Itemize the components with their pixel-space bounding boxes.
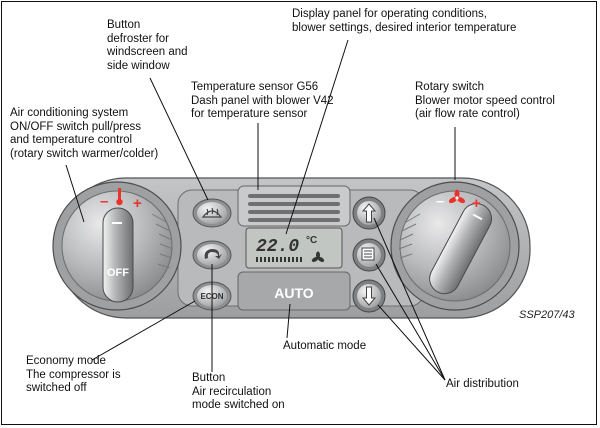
callout-temperature-sensor-line: Temperature sensor G56 xyxy=(191,81,319,93)
display-fan-icon xyxy=(311,251,325,262)
blower-minus-label: – xyxy=(436,193,444,210)
callout-economy-line: The compressor is xyxy=(26,368,121,381)
blower-plus-label: + xyxy=(472,195,481,212)
callout-display: Display panel for operating conditions, … xyxy=(292,8,516,35)
callout-display-line: blower settings, desired interior temper… xyxy=(292,21,517,34)
air-distribution-screen-button[interactable] xyxy=(352,238,386,272)
air-distribution-up-button[interactable] xyxy=(352,196,386,230)
callout-defroster-line: defroster for xyxy=(107,32,169,45)
knob-indicator xyxy=(112,222,122,224)
callout-automatic: Automatic mode xyxy=(283,340,367,352)
blower-knob[interactable] xyxy=(390,181,520,311)
screen-vent-icon xyxy=(361,247,375,261)
air-distribution-down-button[interactable] xyxy=(352,279,386,313)
callout-defroster-line: Button xyxy=(107,19,141,31)
callout-recirculation-line: Air recirculation xyxy=(192,385,272,398)
fan-icon xyxy=(448,189,466,204)
display-panel xyxy=(245,227,343,269)
callout-economy-line: Economy mode xyxy=(26,355,106,367)
callout-temperature-sensor-line: for temperature sensor xyxy=(191,108,308,120)
auto-button[interactable] xyxy=(237,271,351,311)
arrow-down-icon xyxy=(361,286,377,306)
recirculation-icon xyxy=(204,249,222,259)
arrow-up-icon xyxy=(361,203,377,223)
sensor-vent-grille xyxy=(237,185,351,227)
callout-air-conditioning: Air conditioning system ON/OFF switch pu… xyxy=(10,107,158,161)
recirculation-button[interactable] xyxy=(192,240,232,270)
callout-display-line: Display panel for operating conditions, xyxy=(292,8,487,20)
defroster-button[interactable] xyxy=(192,198,232,228)
off-label: OFF xyxy=(107,267,129,279)
callout-temperature-sensor: Temperature sensor G56 Dash panel with b… xyxy=(191,81,334,122)
display-temperature: 22.0 xyxy=(256,237,299,257)
callout-economy: Economy mode The compressor is switched … xyxy=(26,355,121,396)
callout-rotary-blower-line: (air flow rate control) xyxy=(415,108,520,120)
callout-rotary-blower: Rotary switch Blower motor speed control… xyxy=(415,81,555,122)
callout-rotary-blower-line: Rotary switch xyxy=(415,81,485,93)
callout-economy-line: switched off xyxy=(26,382,87,394)
callout-defroster-line: side window xyxy=(107,59,170,72)
callout-air-conditioning-line: (rotary switch warmer/colder) xyxy=(10,147,159,160)
callout-recirculation-line: mode switched on xyxy=(192,399,285,411)
reference-code: SSP207/43 xyxy=(519,309,575,321)
temperature-knob[interactable] xyxy=(52,181,182,311)
callout-temperature-sensor-line: Dash panel with blower V42 xyxy=(191,94,334,107)
temp-plus-label: + xyxy=(133,195,142,212)
leader-lines xyxy=(65,39,456,381)
callout-defroster: Button defroster for windscreen and side… xyxy=(107,19,188,73)
display-unit: °C xyxy=(306,235,317,246)
display-bargraph xyxy=(256,257,302,262)
callout-air-conditioning-line: Air conditioning system xyxy=(10,107,129,119)
callout-rotary-blower-line: Blower motor speed control xyxy=(415,94,555,107)
callout-defroster-line: windscreen and xyxy=(107,46,188,58)
defroster-icon xyxy=(201,207,223,218)
callout-recirculation: Button Air recirculation mode switched o… xyxy=(192,372,285,413)
temp-minus-label: – xyxy=(100,193,108,210)
callout-air-conditioning-line: and temperature control xyxy=(10,134,133,146)
callout-recirculation-line: Button xyxy=(192,372,226,384)
callout-air-distribution: Air distribution xyxy=(446,378,519,390)
thermometer-icon xyxy=(116,188,123,206)
auto-button-label: AUTO xyxy=(274,285,314,301)
callout-air-conditioning-line: ON/OFF switch pull/press xyxy=(10,120,141,133)
